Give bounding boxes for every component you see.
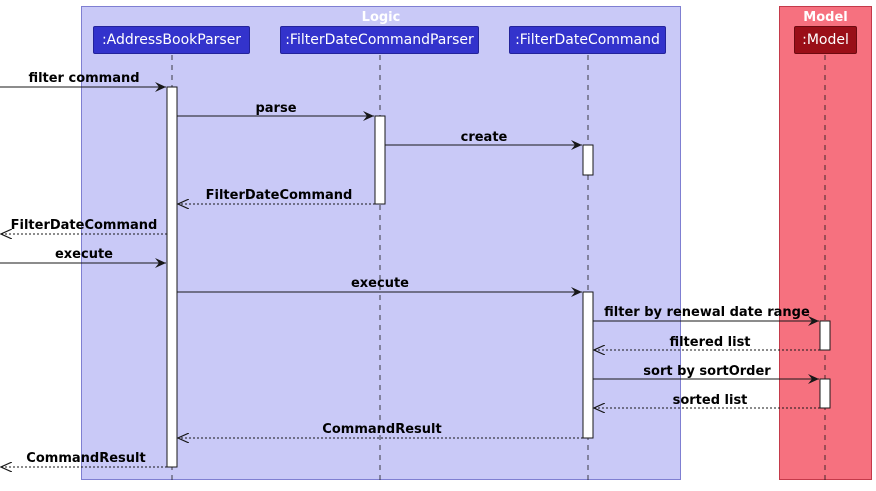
- msg-execute-in: execute: [55, 247, 113, 262]
- activation-model-sort: [819, 378, 831, 409]
- msg-filter-command: filter command: [28, 71, 139, 86]
- activation-model-filter: [819, 320, 831, 351]
- msg-sorted-list: sorted list: [673, 393, 748, 408]
- participant-address-book-parser: :AddressBookParser: [93, 26, 250, 54]
- participant-model: :Model: [794, 26, 857, 54]
- logic-group-title: Logic: [361, 10, 401, 25]
- logic-group: Logic: [81, 6, 681, 480]
- participant-filter-date-command: :FilterDateCommand: [509, 26, 666, 54]
- msg-sort-by-order: sort by sortOrder: [643, 364, 771, 379]
- msg-command-result: CommandResult: [322, 422, 441, 437]
- msg-create: create: [461, 130, 508, 145]
- activation-fdcp: [374, 115, 386, 205]
- msg-fdc-out: FilterDateCommand: [11, 218, 158, 233]
- activation-fdc-execute: [582, 291, 594, 439]
- activation-parser: [166, 86, 178, 468]
- msg-command-result-out: CommandResult: [26, 451, 145, 466]
- msg-filtered-list: filtered list: [669, 335, 750, 350]
- model-group-title: Model: [803, 10, 848, 25]
- msg-filter-by-date: filter by renewal date range: [604, 305, 810, 320]
- msg-fdc-return: FilterDateCommand: [206, 188, 353, 203]
- msg-parse: parse: [255, 101, 296, 116]
- participant-filter-date-command-parser: :FilterDateCommandParser: [280, 26, 479, 54]
- activation-fdc-create: [582, 144, 594, 176]
- msg-execute: execute: [351, 276, 409, 291]
